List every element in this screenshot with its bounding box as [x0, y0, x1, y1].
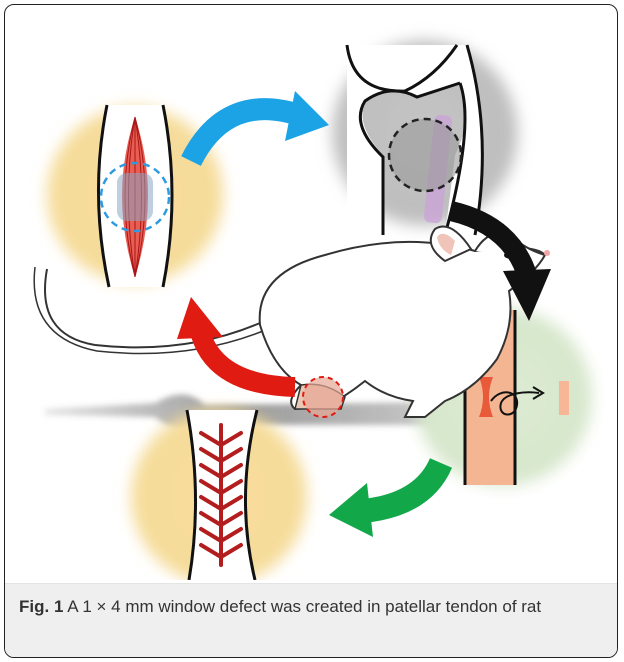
green-curved-arrow-icon — [329, 463, 441, 537]
panel-knee-joint — [325, 33, 525, 235]
figure-illustration — [5, 5, 618, 580]
figure-caption-text: A 1 × 4 mm window defect was created in … — [67, 597, 541, 616]
figure-caption: Fig. 1 A 1 × 4 mm window defect was crea… — [19, 595, 605, 619]
panel-sutured-tendon — [124, 402, 314, 580]
figure-label: Fig. 1 — [19, 597, 63, 616]
figure-frame: Fig. 1 A 1 × 4 mm window defect was crea… — [4, 4, 618, 658]
